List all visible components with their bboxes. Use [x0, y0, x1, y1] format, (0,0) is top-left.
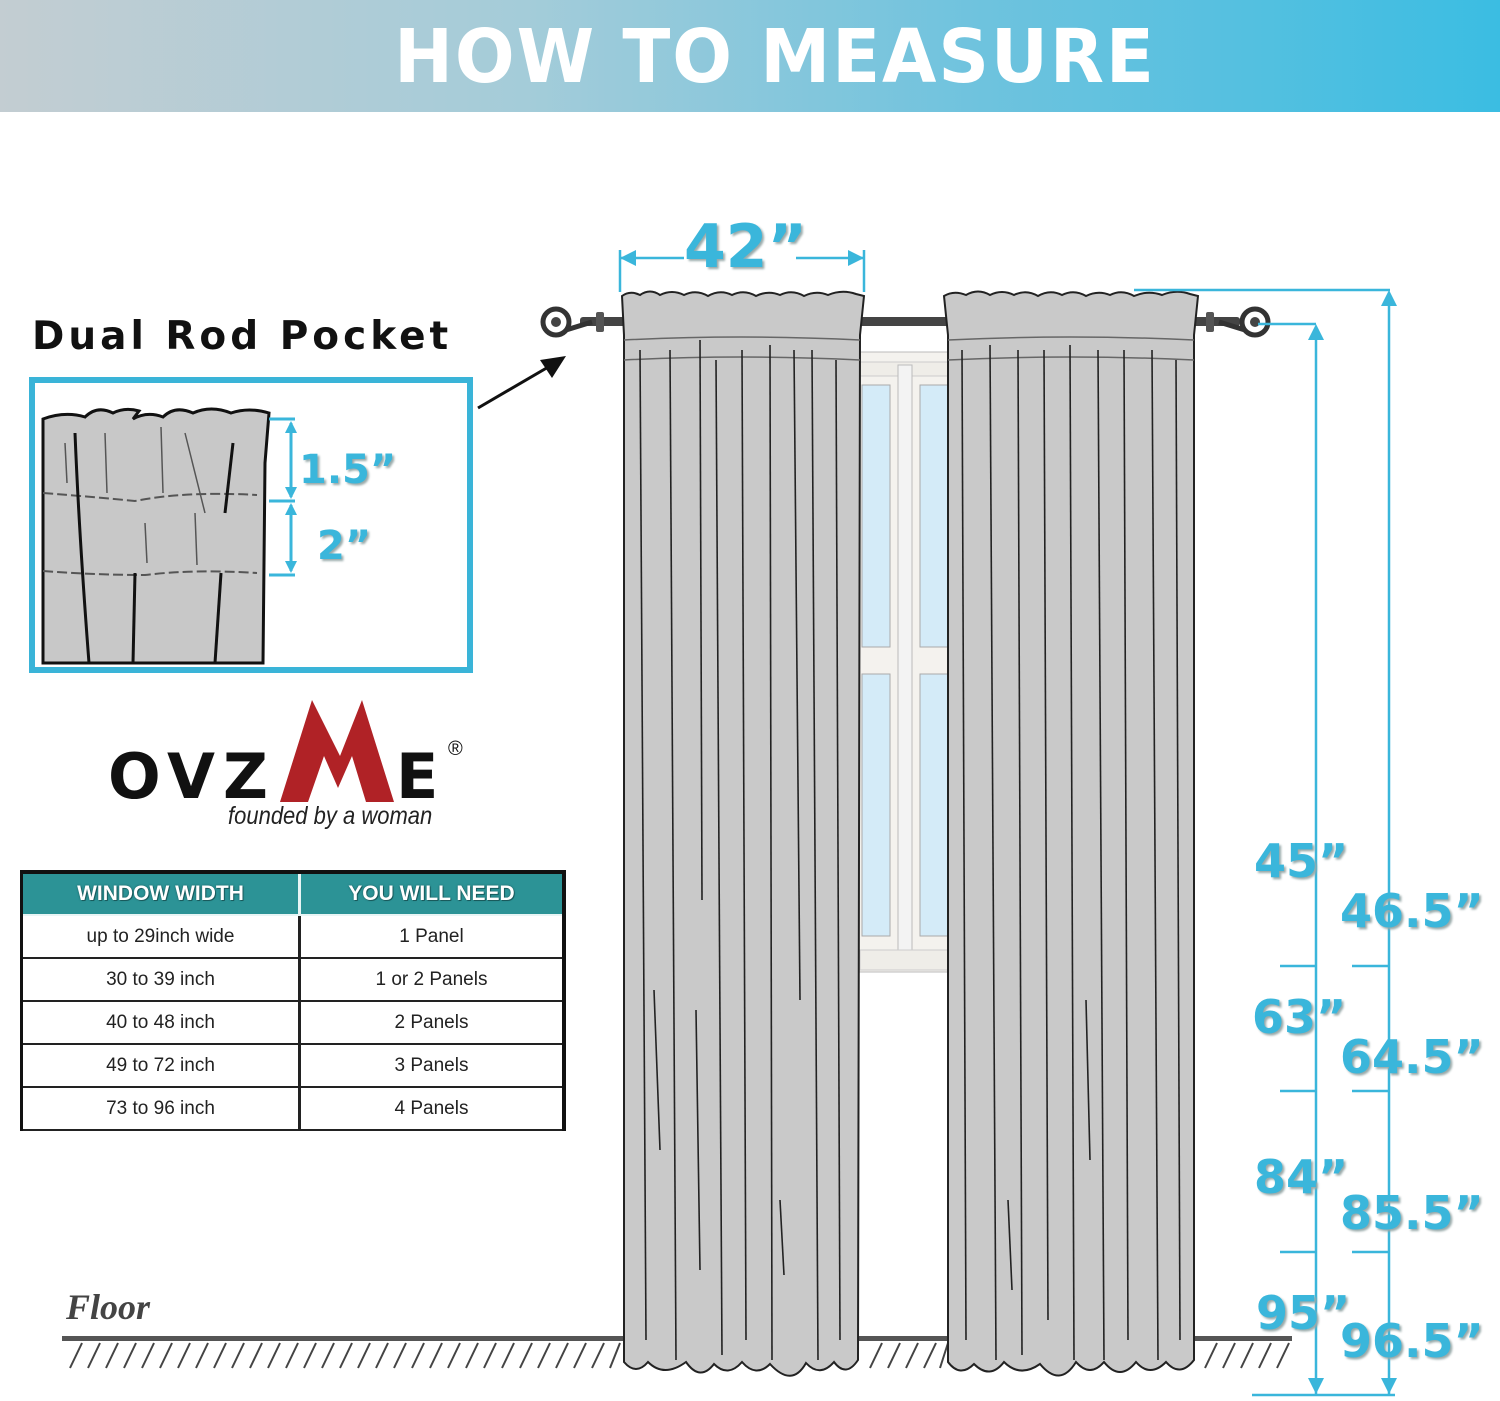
panels-needed-cell: 3 Panels	[394, 1054, 469, 1076]
brand-name-suffix: E	[396, 740, 439, 813]
length-label-96-5: 96.5”	[1340, 1314, 1484, 1368]
width-dimension	[618, 250, 866, 292]
window-width-cell: 49 to 72 inch	[23, 1045, 301, 1086]
length-label-84: 84”	[1254, 1150, 1349, 1204]
rod-pocket-detail-inset: 1.5” 2”	[29, 377, 473, 673]
window	[857, 351, 959, 973]
length-dimension-lines	[1134, 288, 1397, 1397]
length-label-63: 63”	[1252, 990, 1347, 1044]
curtain-panel-right	[942, 290, 1200, 1377]
table-row: up to 29inch wide 1 Panel	[23, 916, 562, 959]
window-width-cell: 40 to 48 inch	[23, 1002, 301, 1043]
panels-needed-cell: 2 Panels	[394, 1011, 469, 1033]
column-header-you-will-need: YOU WILL NEED	[348, 882, 515, 905]
floor-label: Floor	[66, 1287, 151, 1327]
table-row: 73 to 96 inch 4 Panels	[23, 1088, 562, 1131]
length-label-45: 45”	[1254, 834, 1349, 888]
brand-logo: OVZ E ® founded by a woman	[108, 696, 478, 836]
length-label-46-5: 46.5”	[1340, 884, 1484, 938]
brand-m-mark	[280, 700, 394, 802]
header-banner: HOW TO MEASURE	[0, 0, 1500, 112]
panels-needed-cell: 1 Panel	[399, 925, 464, 947]
column-header-window-width: WINDOW WIDTH	[23, 874, 301, 914]
length-label-64-5: 64.5”	[1340, 1030, 1484, 1084]
registered-mark: ®	[448, 738, 463, 760]
rod-pocket-illustration	[41, 407, 297, 665]
pointer-arrow	[477, 356, 566, 410]
length-label-85-5: 85.5”	[1340, 1186, 1484, 1240]
brand-name-prefix: OVZ	[108, 740, 276, 813]
table-header-row: WINDOW WIDTH YOU WILL NEED	[23, 874, 562, 916]
table-row: 49 to 72 inch 3 Panels	[23, 1045, 562, 1088]
panel-sizing-table: WINDOW WIDTH YOU WILL NEED up to 29inch …	[20, 870, 566, 1131]
rod-pocket-title: Dual Rod Pocket	[32, 314, 453, 359]
window-width-cell: up to 29inch wide	[23, 916, 301, 957]
table-row: 40 to 48 inch 2 Panels	[23, 1002, 562, 1045]
rod-pocket-top-label: 1.5”	[299, 447, 397, 493]
window-width-cell: 73 to 96 inch	[23, 1088, 301, 1129]
panels-needed-cell: 4 Panels	[394, 1097, 469, 1119]
page-title: HOW TO MEASURE	[394, 14, 1156, 100]
brand-tagline: founded by a woman	[228, 802, 433, 830]
window-width-cell: 30 to 39 inch	[23, 959, 301, 1000]
panel-width-label: 42”	[684, 212, 807, 282]
curtain-panel-left	[620, 290, 866, 1377]
panels-needed-cell: 1 or 2 Panels	[375, 968, 488, 990]
table-row: 30 to 39 inch 1 or 2 Panels	[23, 959, 562, 1002]
rod-pocket-bottom-label: 2”	[317, 523, 372, 569]
length-label-95: 95”	[1256, 1286, 1351, 1340]
